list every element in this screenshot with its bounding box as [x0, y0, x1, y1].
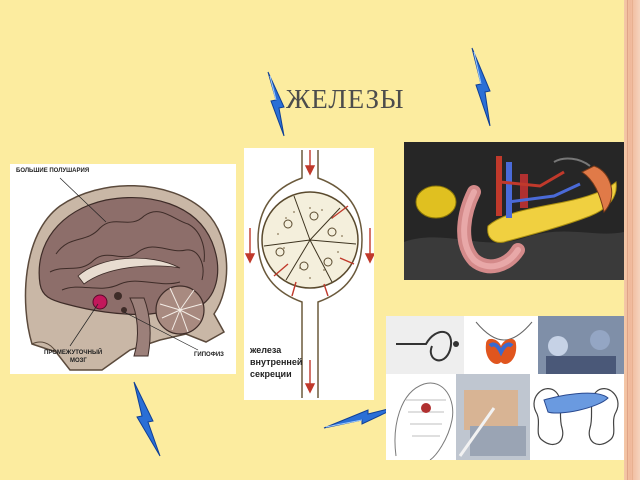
lightning-arrow-left-top-icon [267, 71, 285, 137]
gland-illustration [244, 150, 374, 398]
slide-title: ЖЕЛЕЗЫ [286, 84, 405, 114]
pancreas-image [404, 142, 624, 280]
label-diencephalon-line2: МОЗГ [70, 358, 87, 364]
slide-border-right [624, 0, 640, 480]
label-diencephalon-line1: ПРОМЕЖУТОЧНЫЙ [44, 350, 103, 356]
lightning-arrow-bottom-left-icon [133, 381, 161, 457]
pancreas-illustration [404, 142, 624, 280]
label-cerebral-hemispheres: БОЛЬШИЕ ПОЛУШАРИЯ [16, 168, 90, 174]
medical-collage [386, 316, 624, 460]
brain-diagram: БОЛЬШИЕ ПОЛУШАРИЯ ПРОМЕЖУТОЧНЫЙ МОЗГ ГИП… [10, 164, 236, 374]
gland-caption-line3: секреции [250, 369, 292, 379]
endocrine-gland-diagram: железа внутренней секреции [244, 148, 374, 400]
collage-illustration [386, 316, 624, 460]
brain-illustration [24, 177, 228, 371]
gland-caption: железа внутренней секреции [250, 344, 302, 380]
gland-caption-line2: внутренней [250, 357, 303, 367]
lightning-arrow-right-top-icon [471, 47, 491, 127]
gland-caption-line1: железа [250, 345, 282, 355]
label-pituitary: ГИПОФИЗ [194, 352, 224, 358]
